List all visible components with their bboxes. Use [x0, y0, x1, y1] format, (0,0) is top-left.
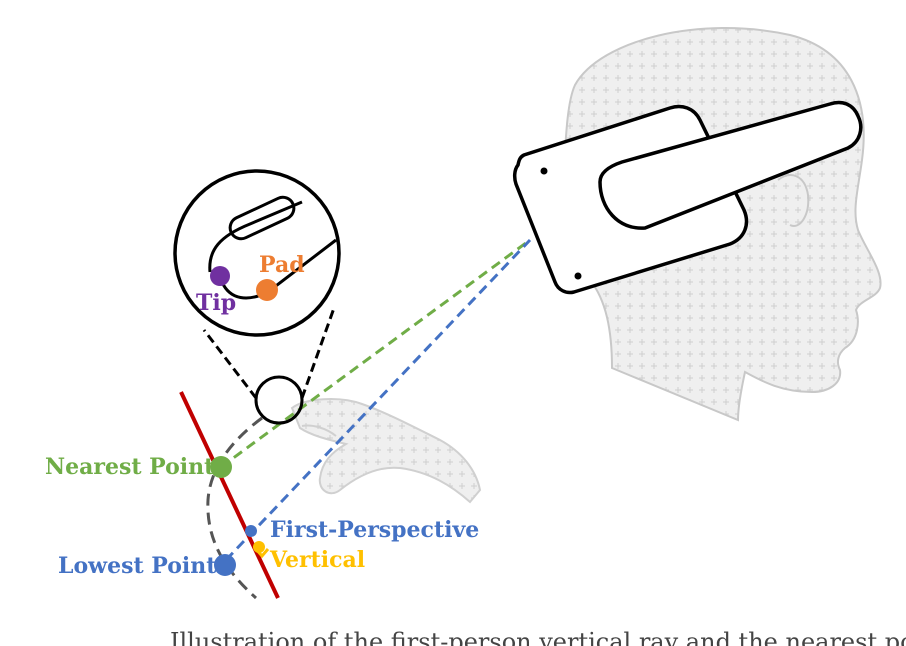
tip-label: Tip — [196, 290, 236, 316]
zoom-connector-right — [300, 307, 336, 399]
tip-dot — [210, 266, 230, 286]
pad-dot — [256, 279, 278, 301]
first-perspective-label: First-Perspective — [270, 517, 479, 543]
first-perspective-vertical-line — [179, 391, 280, 599]
lowest-point-label: Lowest Point — [58, 553, 217, 579]
pad-label: Pad — [259, 252, 305, 278]
hand-silhouette-icon — [290, 398, 482, 504]
vr-headset-icon — [512, 100, 863, 295]
magnifier-source-circle — [254, 375, 304, 425]
lowest-point-dot — [214, 554, 236, 576]
vertical-right-angle-marker — [253, 541, 270, 559]
first-perspective-dot — [245, 525, 257, 537]
vertical-label: Vertical — [269, 547, 365, 573]
lowest-ray — [224, 238, 532, 562]
nearest-point-label: Nearest Point — [45, 454, 215, 480]
zoom-connector-left — [202, 329, 258, 399]
figure-caption: Illustration of the first-person vertica… — [170, 628, 906, 646]
nearest-point-dot — [210, 456, 232, 478]
